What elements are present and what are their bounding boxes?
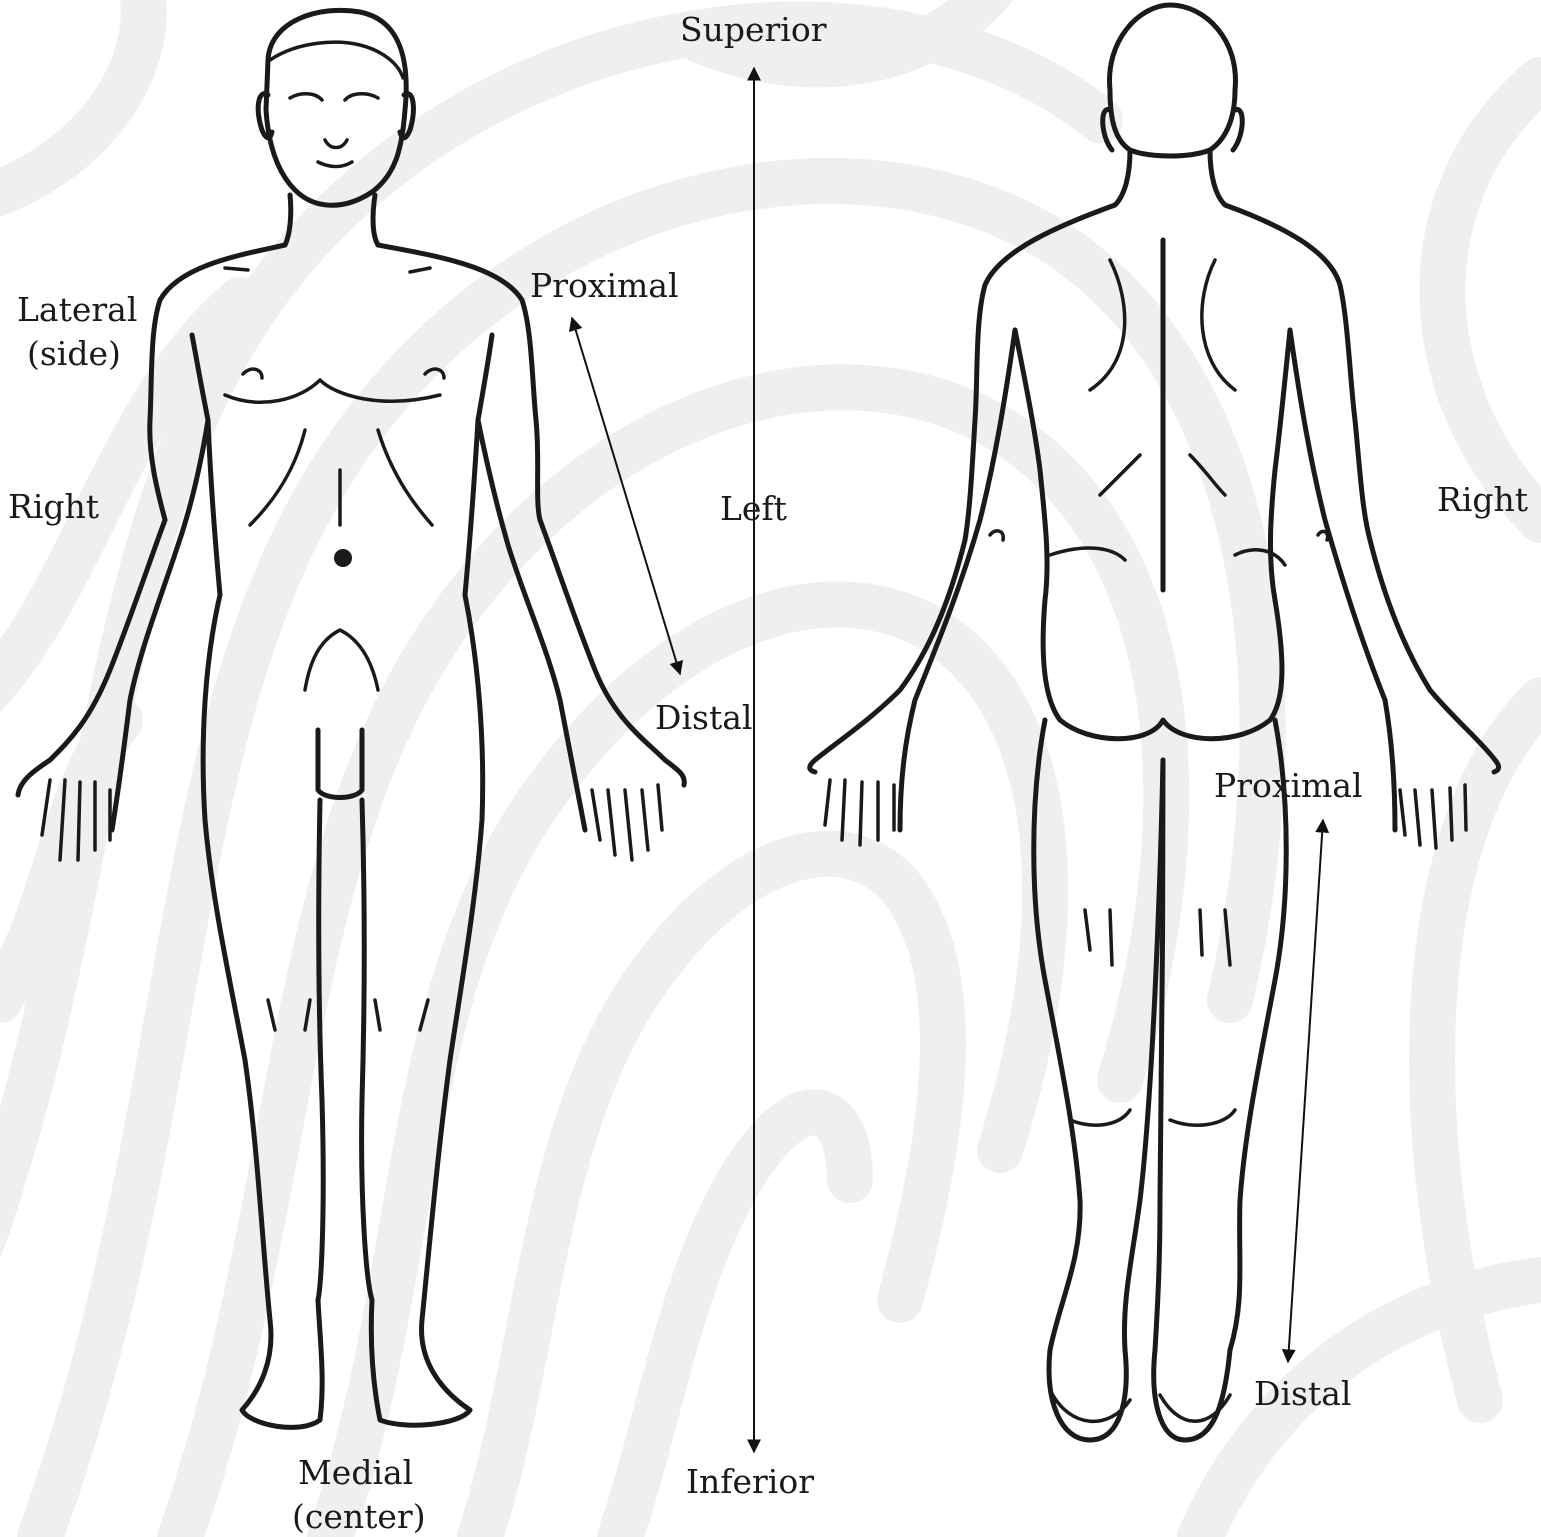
- medial-sub-label: (center): [292, 1499, 426, 1535]
- right-label-back: Right: [1437, 482, 1528, 518]
- front-head: [266, 10, 406, 205]
- proximal-leg-label: Proximal: [1214, 768, 1363, 804]
- distal-arm-label: Distal: [655, 700, 752, 736]
- left-label: Left: [720, 491, 787, 527]
- lateral-label: Lateral: [17, 292, 137, 328]
- medial-label: Medial: [298, 1455, 413, 1491]
- right-label-front: Right: [8, 489, 99, 525]
- inferior-label: Inferior: [686, 1464, 814, 1500]
- superior-label: Superior: [680, 12, 827, 48]
- leg-proximal-distal-arrow: [1288, 820, 1323, 1362]
- proximal-arm-label: Proximal: [530, 268, 679, 304]
- lateral-sub-label: (side): [27, 336, 121, 372]
- back-head: [1110, 5, 1236, 156]
- distal-leg-label: Distal: [1254, 1376, 1351, 1412]
